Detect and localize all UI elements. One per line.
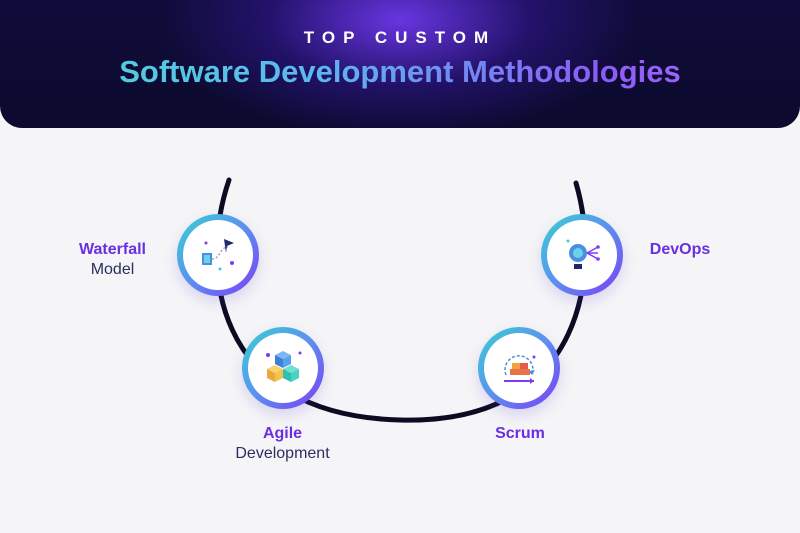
agile-subtitle: Development: [235, 445, 330, 462]
scrum-title: Scrum: [495, 425, 545, 442]
agile-node-inner: [248, 333, 318, 403]
agile-title: Agile: [262, 425, 303, 442]
cubes-icon: [266, 351, 302, 382]
scrum-node-inner: [484, 333, 554, 403]
waterfall-node-inner: [183, 220, 253, 290]
scrum-node[interactable]: [478, 327, 560, 409]
scrum-label: Scrum: [470, 424, 570, 444]
waterfall-subtitle: Model: [90, 261, 135, 278]
waterfall-label: Waterfall Model: [55, 240, 170, 280]
scrum-cycle-icon: [504, 355, 536, 384]
header-banner: TOP CUSTOM Software Development Methodol…: [0, 0, 800, 128]
waterfall-node[interactable]: [177, 214, 259, 296]
devops-gear-icon: [566, 239, 600, 269]
devops-node[interactable]: [541, 214, 623, 296]
page-title: Software Development Methodologies: [0, 54, 800, 90]
agile-node[interactable]: [242, 327, 324, 409]
header-top-line: TOP CUSTOM: [303, 28, 497, 47]
devops-label: DevOps: [630, 240, 730, 260]
waterfall-icon: [202, 239, 234, 271]
devops-title: DevOps: [649, 241, 711, 258]
devops-node-inner: [547, 220, 617, 290]
waterfall-title: Waterfall: [79, 241, 146, 258]
agile-label: Agile Development: [205, 424, 360, 464]
